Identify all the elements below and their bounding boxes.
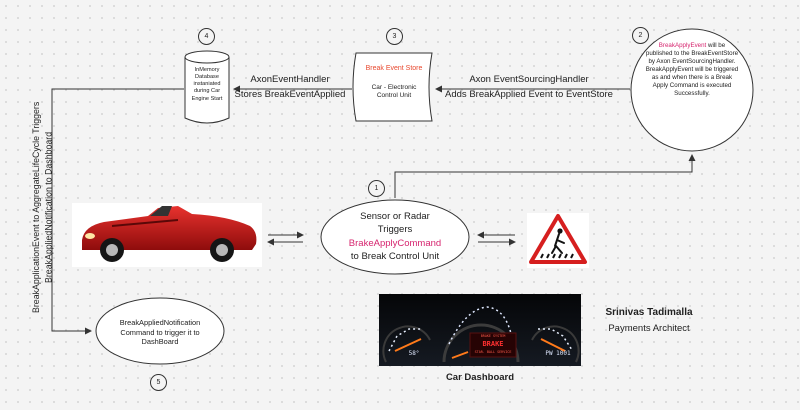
database-label: InMemory Database instaniated during Car… (182, 67, 232, 103)
dashboard-warning-line: BRAKE SYSTEM (480, 334, 506, 338)
dashboard-warning-line: STAR. BALL SERVICE (474, 350, 512, 355)
step-badge-1: 1 (368, 180, 385, 197)
event-note-text-1: will be published to the BreakEventStore… (645, 42, 739, 66)
event-note-circle (630, 28, 754, 152)
step-badge-4: 4 (198, 28, 215, 45)
notification-label: BreakAppliedNotification Command to trig… (100, 318, 220, 347)
vertical-flow-line: BreakAppliedNotification to Dashboard (43, 131, 54, 283)
event-store-subtitle: Control Unit (376, 92, 412, 100)
red-convertible-car-image (72, 203, 262, 267)
vertical-flow-line: BreakApplicationEvent to AggregateLifeCy… (31, 101, 41, 313)
notification-line: BreakAppliedNotification (119, 318, 201, 327)
database-line: Database (195, 74, 219, 81)
brake-apply-command-label: BrakeApplyCommand (348, 237, 442, 249)
dashboard-left-readout: 58° (408, 350, 420, 357)
sensor-ellipse (320, 199, 470, 275)
dashboard-warning-panel: BRAKE SYSTEM BRAKE STAR. BALL SERVICE (470, 334, 516, 355)
notification-line: Command to trigger it to (120, 327, 200, 337)
database-line: instaniated (193, 81, 221, 88)
edge-label-line: Adds BreakApplied Event to EventStore (445, 88, 613, 100)
event-note-text: BreakApplyEvent will be published to the… (645, 42, 739, 98)
car-dashboard-image (379, 294, 581, 366)
edge-label-store-note: Axon EventSourcingHandler Adds BreakAppl… (432, 73, 626, 102)
edge-label-line: Axon EventSourcingHandler (469, 74, 589, 85)
dashboard-right-readout: PW 1001 (545, 350, 571, 357)
database-line: during Car (193, 88, 221, 95)
edge-label-db-store: AxonEventHandler Stores BreakEventApplie… (228, 73, 352, 102)
dashboard-brake-warning: BRAKE (482, 340, 504, 349)
author-role: Payments Architect (608, 323, 690, 334)
edge-label-line: Stores BreakEventApplied (234, 88, 346, 100)
step-badge-5: 5 (150, 374, 167, 391)
sensor-line: Sensor or Radar (360, 211, 430, 222)
sensor-line: Triggers (377, 224, 413, 236)
notification-ellipse (95, 297, 225, 365)
step-badge-3: 3 (386, 28, 403, 45)
event-note-highlight: BreakApplyEvent (658, 42, 707, 49)
event-store-title: Break Event Store (365, 65, 423, 72)
sensor-label: Sensor or Radar Triggers BrakeApplyComma… (331, 210, 459, 264)
arrow-sensor-to-note (394, 154, 696, 198)
dashboard-caption: Car Dashboard (445, 372, 515, 383)
author-name: Srinivas Tadimalla (605, 307, 693, 318)
edge-label-line: AxonEventHandler (250, 74, 330, 85)
author-block: Srinivas Tadimalla Payments Architect (585, 307, 713, 334)
sensor-line: to Break Control Unit (350, 251, 440, 263)
vertical-flow-label: BreakApplicationEvent to AggregateLifeCy… (30, 96, 60, 318)
database-line: Engine Start (191, 95, 223, 102)
event-store-label: Break Event Store Car - Electronic Contr… (356, 65, 432, 100)
event-store-subtitle: Car - Electronic (371, 84, 417, 92)
inmemory-database-shape (184, 50, 230, 124)
arrow-db-to-notification (51, 88, 184, 335)
pedestrian-crossing-sign-icon (527, 213, 589, 268)
database-line: InMemory (194, 67, 220, 73)
step-badge-2: 2 (632, 27, 649, 44)
event-note-text-2: BreakApplyEvent will be triggered as and… (645, 66, 739, 98)
notification-line: DashBoard (141, 337, 179, 347)
event-store-shape (352, 52, 433, 122)
